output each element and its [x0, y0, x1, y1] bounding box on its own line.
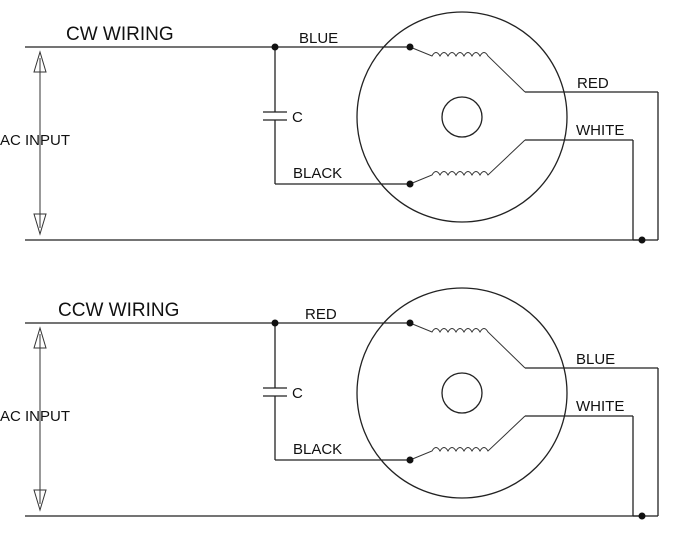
ccw-ac-input-label: AC INPUT — [0, 408, 70, 425]
ccw-circuit-lines — [24, 287, 659, 521]
cw-capacitor-label: C — [292, 109, 303, 126]
cw-title: CW WIRING — [66, 24, 174, 45]
cw-red-label: RED — [577, 75, 609, 92]
ccw-red-label: RED — [305, 306, 337, 323]
cw-white-label: WHITE — [576, 122, 624, 139]
cw-ac-input-label: AC INPUT — [0, 132, 70, 149]
ccw-white-label: WHITE — [576, 398, 624, 415]
ccw-wiring-diagram: CCW WIRING AC INPUT RED C BLACK BLUE WHI… — [0, 287, 659, 521]
ccw-black-label: BLACK — [293, 441, 342, 458]
cw-blue-label: BLUE — [299, 30, 338, 47]
ccw-capacitor-label: C — [292, 385, 303, 402]
cw-circuit-lines — [24, 11, 659, 245]
ccw-title: CCW WIRING — [58, 300, 179, 321]
cw-black-label: BLACK — [293, 165, 342, 182]
cw-wiring-diagram: CW WIRING AC INPUT BLUE C BLACK RED WHIT… — [0, 11, 659, 245]
ccw-blue-label: BLUE — [576, 351, 615, 368]
